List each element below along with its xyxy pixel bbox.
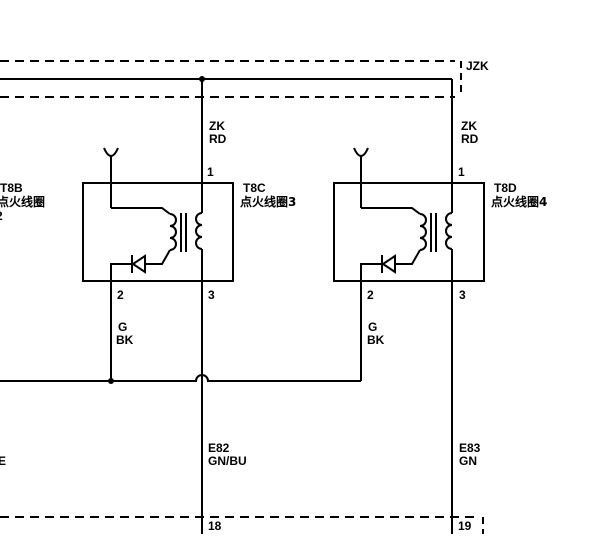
coil4-feed-wire-code: ZK — [461, 119, 477, 133]
coil3-diode-wire-left — [110, 263, 132, 281]
coil4-secondary-wire-bottom — [395, 249, 421, 265]
ignition-coil-3: ZK RD 1 T8C 点火线圈3 2 3 G BK E82 — [82, 79, 296, 534]
coil3-diode-icon — [131, 254, 146, 274]
ecu-boundary — [0, 516, 484, 534]
coil4-primary-winding-icon — [445, 212, 453, 250]
coil4-feed-wire-color: RD — [461, 132, 479, 146]
coil3-ground-wire-code: G — [118, 320, 127, 334]
coil-left-pin-fragment: 2 — [0, 209, 3, 223]
coil3-ground-wire-color: BK — [116, 333, 134, 347]
coil3-pin-2-label: 2 — [117, 288, 124, 302]
coil3-connector-label: T8C — [243, 181, 266, 195]
ground-bus — [0, 374, 361, 382]
coil4-diode-wire-left — [360, 263, 382, 281]
coil4-connector-label: T8D — [494, 181, 517, 195]
coil-left-connector-label: T8B — [0, 181, 23, 195]
coil3-feed-wire-color: RD — [209, 132, 227, 146]
coil4-diode-icon — [381, 254, 396, 274]
coil3-housing — [82, 182, 234, 282]
coil3-primary-winding-icon — [195, 212, 203, 250]
jzk-bus-boundary — [0, 60, 462, 98]
coil4-output-wire-code: E83 — [459, 441, 481, 455]
coil3-ecu-pin-label: 18 — [208, 519, 222, 533]
coil3-secondary-winding-icon — [169, 213, 177, 251]
coil4-ground-wire-code: G — [368, 320, 377, 334]
ignition-coil-4: ZK RD 1 T8D 点火线圈4 2 3 G BK E83 GN 19 — [333, 79, 547, 534]
coil4-pin-1-label: 1 — [458, 165, 465, 179]
coil3-output-wire-code: E82 — [208, 441, 230, 455]
jzk-bus-label: JZK — [466, 59, 489, 73]
coil4-pin-2-label: 2 — [367, 288, 374, 302]
coil4-secondary-winding-icon — [419, 213, 427, 251]
coil4-secondary-wire-top — [361, 207, 421, 215]
coil3-pin-1-label: 1 — [207, 165, 214, 179]
coil4-output-wire-color: GN — [459, 454, 477, 468]
coil4-name-label: 点火线圈4 — [491, 194, 547, 209]
coil3-pin-3-label: 3 — [208, 288, 215, 302]
coil3-name-label: 点火线圈3 — [240, 194, 296, 209]
coil4-ground-wire-color: BK — [367, 333, 385, 347]
coil3-secondary-wire-top — [111, 207, 171, 215]
coil4-spark-plug-icon — [353, 147, 369, 157]
coil3-output-wire-color: GN/BU — [208, 454, 247, 468]
coil3-feed-wire-code: ZK — [209, 119, 225, 133]
coil4-ecu-pin-label: 19 — [458, 519, 472, 533]
coil4-pin-3-label: 3 — [459, 288, 466, 302]
coil4-housing — [333, 182, 485, 282]
coil-left-name-label: 点火线圈 — [0, 194, 45, 209]
coil3-secondary-wire-bottom — [145, 249, 171, 265]
coil-left-wire-fragment: E — [0, 454, 6, 468]
coil3-spark-plug-icon — [103, 147, 119, 157]
